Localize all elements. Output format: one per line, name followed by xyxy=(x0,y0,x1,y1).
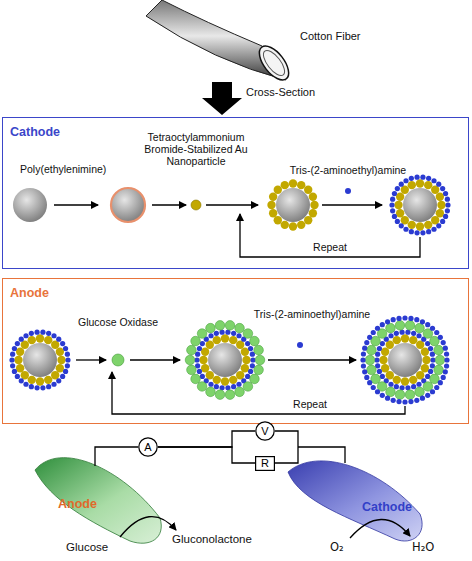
ammeter-symbol: A xyxy=(138,437,158,457)
text-label: Anode xyxy=(58,497,128,511)
text-label: Tetraoctylammonium Bromide-Stabilized Au… xyxy=(141,131,251,167)
anode-steps xyxy=(23,342,422,414)
anode-panel: Anode xyxy=(2,278,469,424)
reaction-arrow xyxy=(350,519,410,538)
anode-fiber xyxy=(35,458,161,544)
text-label: Gluconolactone xyxy=(172,533,282,546)
circuit-wire xyxy=(158,447,255,463)
text-label: O₂ xyxy=(330,541,370,554)
text-label: Glucose Oxidase xyxy=(68,316,168,328)
cotton-fiber xyxy=(146,0,294,85)
block-arrow xyxy=(202,82,242,115)
text-label: Cross-Section xyxy=(246,86,336,99)
panel-heading: Cathode xyxy=(10,125,60,139)
text-label: Cotton Fiber xyxy=(300,30,390,43)
text-label: Poly(ethylenimine) xyxy=(20,163,130,175)
text-label: Tris-(2-aminoethyl)amine xyxy=(237,308,387,320)
circuit-wire xyxy=(158,431,255,447)
symbol-letter: A xyxy=(144,442,151,453)
symbol-letter: V xyxy=(261,426,268,437)
text-label: Repeat xyxy=(282,398,338,410)
wire xyxy=(95,447,138,466)
wire xyxy=(298,447,345,463)
text-label: Repeat xyxy=(302,241,358,253)
resistor-symbol: R xyxy=(255,456,275,471)
text-label: H₂O xyxy=(412,541,462,554)
cathode-steps xyxy=(13,188,437,257)
text-label: Tris-(2-aminoethyl)amine xyxy=(273,164,423,176)
text-label: Cathode xyxy=(362,500,442,514)
panel-heading: Anode xyxy=(10,286,49,300)
symbol-letter: R xyxy=(261,458,269,469)
voltmeter-symbol: V xyxy=(255,421,275,441)
reaction-arrow xyxy=(120,517,176,537)
text-label: Glucose xyxy=(66,541,136,554)
circuit-wire xyxy=(275,431,298,463)
